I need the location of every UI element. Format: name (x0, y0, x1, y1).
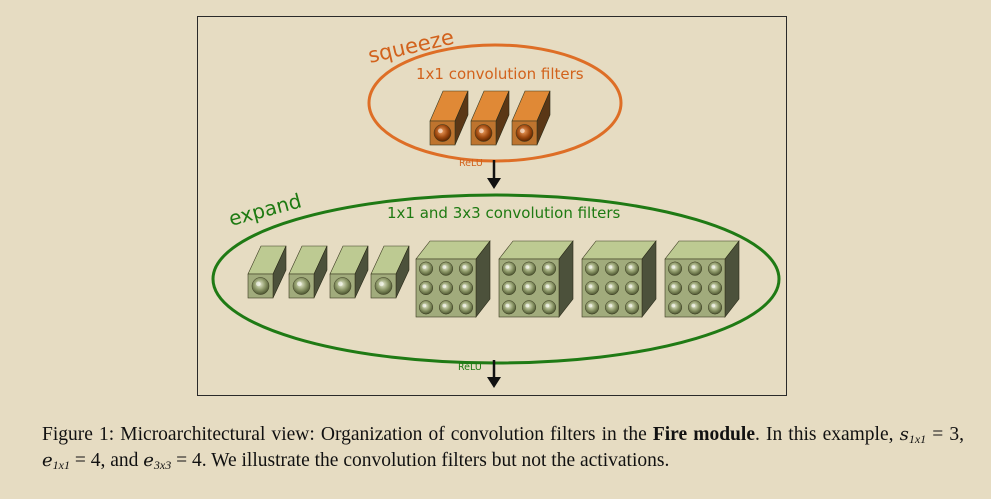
filter-weight-dot (501, 300, 517, 315)
filter-weight-dot (521, 300, 537, 315)
filter-weight-dot (501, 261, 517, 276)
filter-weight-dot (667, 261, 683, 276)
caption-e3-sub: 3x3 (153, 458, 172, 472)
filter-weight-dot (707, 261, 723, 276)
filter-weight-dot (541, 300, 557, 315)
expand-1x1-filter (370, 245, 410, 299)
squeeze-1x1-filter (511, 90, 551, 146)
expand-title: expand (226, 188, 304, 230)
filter-weight-dot (438, 300, 454, 315)
caption-fire-module: Fire module (652, 424, 755, 445)
filter-weight-dot (438, 261, 454, 276)
caption-s-val: = 3, (926, 424, 965, 445)
filter-weight-dot (604, 280, 620, 296)
filter-weight-dot (707, 280, 723, 296)
squeeze-1x1-filter (470, 90, 510, 146)
filter-weight-dot (474, 124, 493, 142)
output-arrow (487, 360, 501, 388)
filter-weight-dot (433, 124, 452, 142)
filter-weight-dot (541, 280, 557, 296)
expand-3x3-filter (664, 240, 740, 318)
filter-weight-dot (501, 280, 517, 296)
caption-e1-sub: 1x1 (52, 458, 70, 472)
filter-weight-dot (418, 280, 434, 296)
filter-weight-dot (584, 261, 600, 276)
expand-3x3-filter (581, 240, 657, 318)
expand-ellipse (211, 193, 781, 365)
filter-weight-dot (458, 300, 474, 315)
expand-1x1-filter (288, 245, 328, 299)
filter-weight-dot (604, 261, 620, 276)
filter-weight-dot (687, 300, 703, 315)
filter-weight-dot (624, 300, 640, 315)
squeeze-1x1-filter (429, 90, 469, 146)
expand-layer: expand 1x1 and 3x3 convolution filters R… (211, 188, 781, 373)
squeeze-title: squeeze (366, 25, 457, 68)
figure-caption: Figure 1: Microarchitectural view: Organ… (42, 424, 964, 476)
squeeze-subtitle: 1x1 convolution filters (416, 65, 584, 83)
caption-s-sub: 1x1 (908, 432, 927, 446)
filter-weight-dot (624, 280, 640, 296)
squeeze-layer: squeeze 1x1 convolution filters ReLU (366, 25, 623, 169)
filter-weight-dot (624, 261, 640, 276)
squeeze-relu-label: ReLU (459, 158, 483, 169)
filter-weight-dot (251, 277, 270, 295)
filter-weight-dot (604, 300, 620, 315)
squeeze-to-expand-arrow (487, 160, 501, 189)
caption-e3-val: = 4. We illustrate the convolution filte… (171, 450, 670, 471)
filter-weight-dot (541, 261, 557, 276)
filter-weight-dot (584, 280, 600, 296)
expand-3x3-filter (498, 240, 574, 318)
caption-e1-val: = 4, and (69, 450, 144, 471)
filter-weight-dot (521, 280, 537, 296)
filter-weight-dot (458, 261, 474, 276)
filter-weight-dot (418, 261, 434, 276)
filter-weight-dot (333, 277, 352, 295)
expand-1x1-filter (329, 245, 369, 299)
filter-weight-dot (458, 280, 474, 296)
expand-relu-label: ReLU (458, 362, 482, 373)
filter-weight-dot (667, 300, 683, 315)
filter-weight-dot (667, 280, 683, 296)
caption-s-var: s (899, 424, 909, 445)
expand-3x3-filter (415, 240, 491, 318)
squeeze-filters (429, 90, 551, 146)
filter-weight-dot (521, 261, 537, 276)
expand-subtitle: 1x1 and 3x3 convolution filters (387, 204, 621, 222)
filter-weight-dot (418, 300, 434, 315)
filter-weight-dot (687, 261, 703, 276)
caption-e1-var: e (42, 450, 53, 471)
figure-frame: squeeze 1x1 convolution filters ReLU exp… (197, 16, 787, 396)
expand-filters (247, 240, 740, 318)
filter-weight-dot (584, 300, 600, 315)
expand-1x1-filter (247, 245, 287, 299)
filter-weight-dot (374, 277, 393, 295)
caption-part1: . In this example, (754, 424, 900, 445)
filter-weight-dot (687, 280, 703, 296)
filter-weight-dot (515, 124, 534, 142)
caption-e3-var: e (143, 450, 154, 471)
fire-module-diagram: squeeze 1x1 convolution filters ReLU exp… (211, 25, 781, 388)
caption-prefix: Figure 1: Microarchitectural view: Organ… (42, 424, 653, 445)
filter-weight-dot (292, 277, 311, 295)
filter-weight-dot (438, 280, 454, 296)
filter-weight-dot (707, 300, 723, 315)
